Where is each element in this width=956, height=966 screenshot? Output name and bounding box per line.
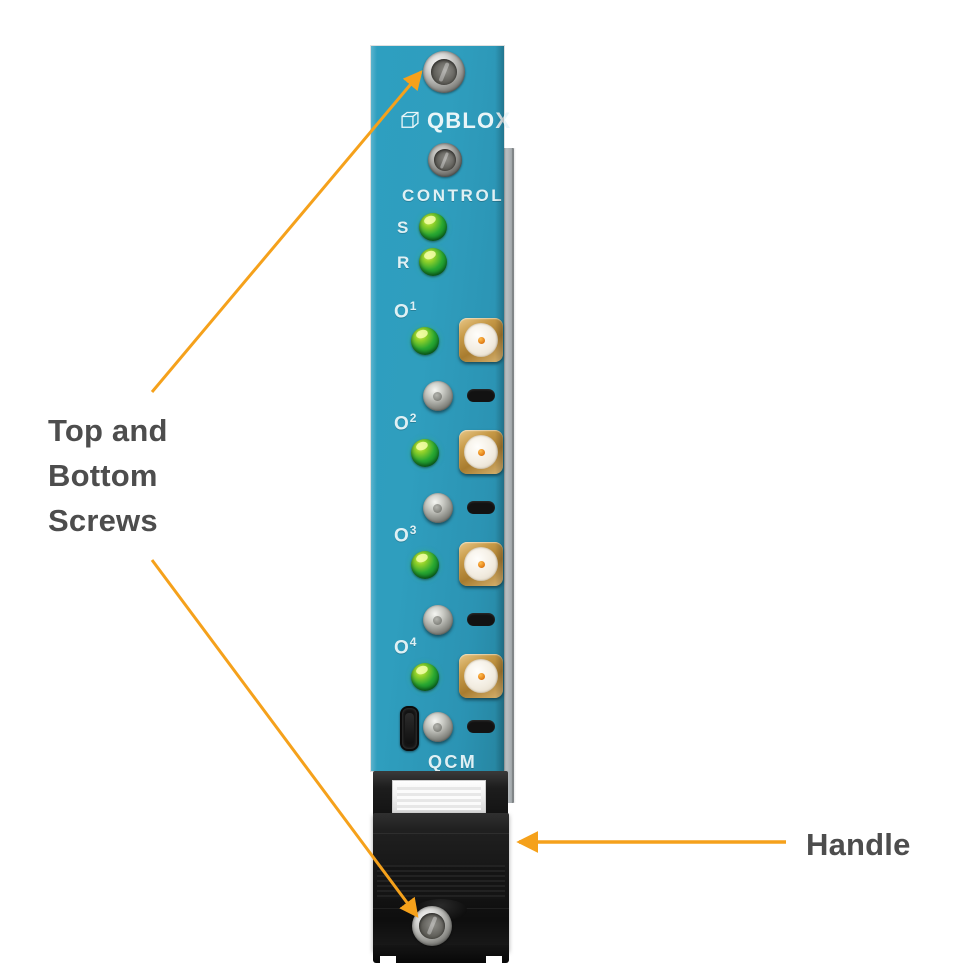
channel-letter: O xyxy=(394,413,410,435)
channel-index: 1 xyxy=(409,299,417,313)
arrow-top-screw xyxy=(150,70,423,393)
callout-line-2: Bottom xyxy=(48,458,158,493)
panel-screw[interactable] xyxy=(428,143,462,177)
panel-slot-4 xyxy=(467,720,495,733)
channel-label-o2: O2 xyxy=(394,411,416,435)
screw-slot-icon xyxy=(419,913,445,939)
panel-slot-3 xyxy=(467,613,495,626)
panel-slot-1 xyxy=(467,389,495,402)
channel-label-o4: O4 xyxy=(394,635,416,659)
channel-letter: O xyxy=(394,525,410,547)
channel-letter: O xyxy=(394,637,410,659)
sma-center-pin xyxy=(477,336,485,344)
sma-insulator xyxy=(464,323,498,357)
arrow-bottom-screw xyxy=(150,559,419,918)
top-screw[interactable] xyxy=(423,51,465,93)
module-side-rail-shadow xyxy=(512,148,516,803)
screw-slot-icon xyxy=(430,58,458,86)
mmcx-connector-1[interactable] xyxy=(423,381,453,411)
channel-index: 4 xyxy=(409,635,417,649)
mmcx-connector-4[interactable] xyxy=(423,712,453,742)
qcm-module: QBLOX CONTROL S R O1 O2 xyxy=(360,40,530,963)
handle-notch-right xyxy=(486,956,502,963)
screw-slot-icon xyxy=(434,149,456,171)
channel-index: 3 xyxy=(409,523,417,537)
model-label: QCM xyxy=(428,752,478,772)
channel-label-o1: O1 xyxy=(394,299,416,323)
channel-led-o2 xyxy=(411,439,439,467)
module-faceplate: QBLOX CONTROL S R O1 O2 xyxy=(371,46,510,772)
channel-led-o4 xyxy=(411,663,439,691)
panel-slot-2 xyxy=(467,501,495,514)
handle-foot xyxy=(373,945,509,963)
channel-led-o1 xyxy=(411,327,439,355)
sma-center-pin xyxy=(477,560,485,568)
callout-label-handle: Handle xyxy=(806,827,911,862)
sma-insulator xyxy=(464,659,498,693)
sma-center-pin xyxy=(477,672,485,680)
handle-ridge xyxy=(373,833,509,834)
led-label-r: R xyxy=(397,253,412,272)
section-label-control: CONTROL xyxy=(402,186,505,205)
sma-insulator xyxy=(464,547,498,581)
sma-center-pin xyxy=(477,448,485,456)
cube-icon xyxy=(401,111,419,128)
channel-index: 2 xyxy=(409,411,417,425)
bottom-screw[interactable] xyxy=(412,906,452,946)
callout-label-screws: Top and Bottom Screws xyxy=(48,408,168,543)
mmcx-connector-2[interactable] xyxy=(423,493,453,523)
channel-letter: O xyxy=(394,301,410,323)
callout-line-1: Top and xyxy=(48,413,168,448)
handle-notch-left xyxy=(380,956,396,963)
usb-c-port[interactable] xyxy=(400,706,419,751)
mmcx-connector-3[interactable] xyxy=(423,605,453,635)
status-led-s xyxy=(419,213,447,241)
channel-label-o3: O3 xyxy=(394,523,416,547)
led-label-s: S xyxy=(397,218,411,237)
channel-led-o3 xyxy=(411,551,439,579)
module-side-rail xyxy=(503,148,514,803)
sma-insulator xyxy=(464,435,498,469)
callout-line-3: Screws xyxy=(48,503,158,538)
status-led-r xyxy=(419,248,447,276)
